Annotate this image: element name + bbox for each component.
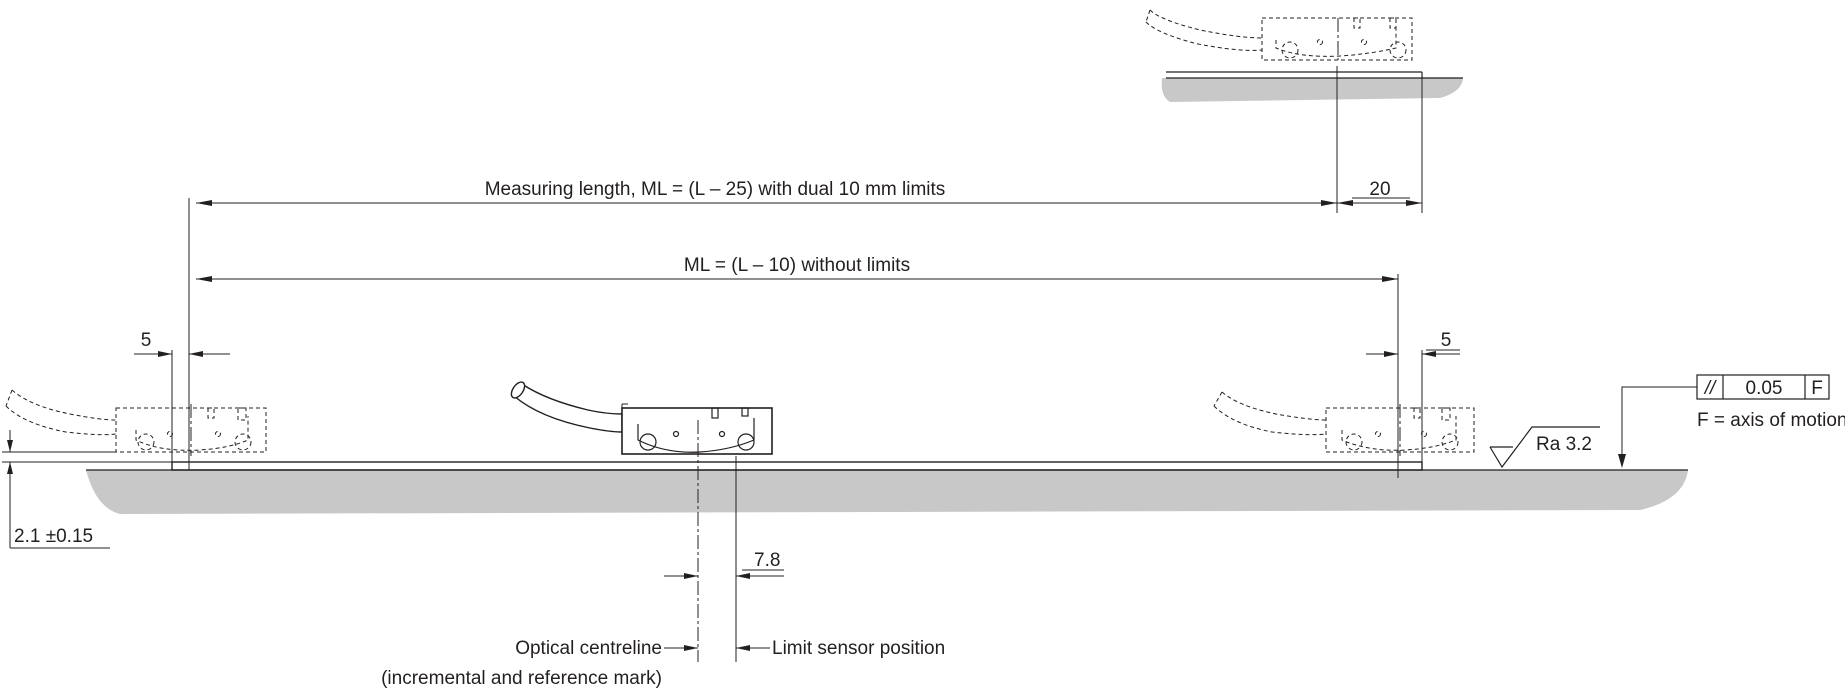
readhead-left-dashed xyxy=(5,198,267,470)
scale-tape xyxy=(171,461,1423,471)
dim-5-right: 5 xyxy=(1366,330,1460,357)
dim-height: 2.1 ±0.15 xyxy=(2,430,172,549)
measuring-length-label: Measuring length, ML = (L – 25) with dua… xyxy=(485,179,946,200)
dim-5-right-label: 5 xyxy=(1441,330,1452,351)
dim-20-label: 20 xyxy=(1369,179,1390,200)
ml-without-limits-label: ML = (L – 10) without limits xyxy=(684,255,910,276)
limit-sensor-label: Limit sensor position xyxy=(772,638,945,659)
dim-7-8-label: 7.8 xyxy=(754,550,780,571)
roughness-symbol: Ra 3.2 xyxy=(1489,426,1600,469)
tolerance-datum: F xyxy=(1811,378,1823,399)
optical-centreline-sub-label: (incremental and reference mark) xyxy=(381,668,662,689)
substrate xyxy=(86,461,1688,514)
axis-note: F = axis of motion xyxy=(1697,410,1845,431)
top-detail xyxy=(1145,9,1463,213)
top-ground xyxy=(1161,78,1463,102)
optical-centreline-label: Optical centreline xyxy=(515,638,662,659)
dim-height-label: 2.1 ±0.15 xyxy=(14,526,93,547)
tolerance-symbol: // xyxy=(1703,378,1717,399)
dim-ml-without-limits: ML = (L – 10) without limits xyxy=(196,255,1398,282)
dim-5-left: 5 xyxy=(134,330,230,357)
readhead-right-dashed xyxy=(1213,274,1475,478)
tolerance-value: 0.05 xyxy=(1746,378,1783,399)
leaders-bottom: Optical centreline (incremental and refe… xyxy=(381,638,945,689)
tolerance-frame: // 0.05 F F = axis of motion xyxy=(1618,374,1845,468)
readhead-center xyxy=(510,381,773,662)
main-ground xyxy=(86,470,1688,514)
dim-measuring-length: Measuring length, ML = (L – 25) with dua… xyxy=(196,179,1337,206)
roughness-label: Ra 3.2 xyxy=(1536,434,1592,455)
dim-7-8: 7.8 xyxy=(664,550,784,579)
dim-20: 20 xyxy=(1337,179,1422,206)
dim-5-left-label: 5 xyxy=(141,330,152,351)
